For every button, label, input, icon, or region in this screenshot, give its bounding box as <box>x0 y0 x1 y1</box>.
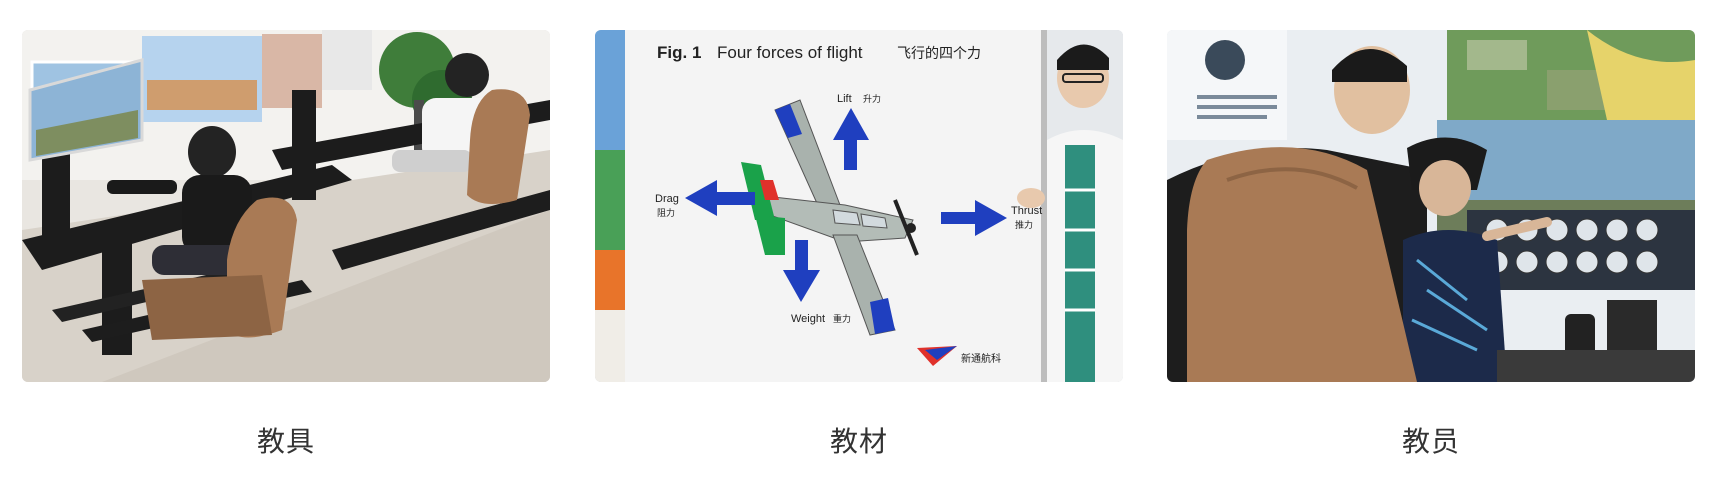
caption-instructors: 教员 <box>1401 425 1460 458</box>
poster-title-en: Four forces of flight <box>717 43 863 62</box>
weight-label-cn: 重力 <box>833 313 851 325</box>
drag-label-cn: 阻力 <box>657 207 675 219</box>
drag-label-en: Drag <box>655 193 679 205</box>
gallery-card-instructors: 教员 <box>1167 30 1695 460</box>
lift-label-cn: 升力 <box>863 93 881 105</box>
weight-label-en: Weight <box>791 313 825 325</box>
brand-name: 新通航科 <box>961 352 1001 365</box>
poster-photo[interactable]: Fig. 1 Four forces of flight 飞行的四个力 <box>595 30 1123 382</box>
gallery-card-teaching-tools: 教具 <box>22 30 550 460</box>
lift-label-en: Lift <box>837 93 852 105</box>
instructor-photo[interactable] <box>1167 30 1695 382</box>
thrust-label-en: Thrust <box>1011 205 1042 217</box>
gallery-card-teaching-materials: Fig. 1 Four forces of flight 飞行的四个力 <box>595 30 1123 460</box>
simulator-photo[interactable] <box>22 30 550 382</box>
caption-teaching-tools: 教具 <box>256 425 315 458</box>
caption-teaching-materials: 教材 <box>829 425 888 458</box>
thrust-label-cn: 推力 <box>1015 219 1033 231</box>
poster-title-cn: 飞行的四个力 <box>897 46 981 62</box>
poster-title-bold: Fig. 1 <box>657 43 701 62</box>
